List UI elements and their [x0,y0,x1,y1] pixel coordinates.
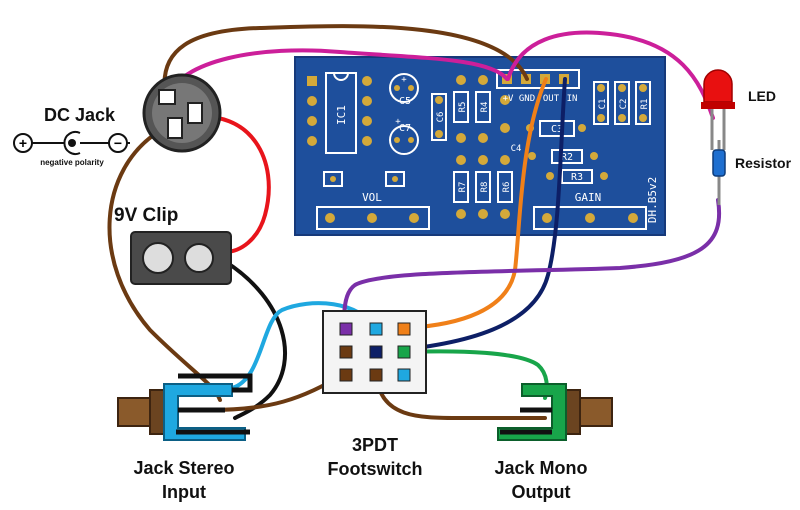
c2-label: C2 [619,99,629,110]
battery-terminal-left [142,242,174,274]
dc-jack-top-lug [158,89,176,105]
plus-symbol: + [19,135,27,151]
pad-label-vplus: +V [503,94,514,104]
polarity-symbol: + − [13,131,130,155]
wire-black-battery-input [224,260,287,420]
battery-clip [130,231,232,285]
battery-clip-label: 9V Clip [114,205,178,226]
lug-3 [397,322,411,336]
board-name-label: DH.B5v2 [646,177,659,223]
wire-brown-dc-input [107,130,222,402]
pcb-board: IC1 + C5 + C7 C6 R5 [294,56,666,236]
r3-label: R3 [571,172,583,183]
wire-purple-resistor-switch [342,198,722,332]
minus-circle [108,133,128,153]
dc-jack-bottom-lug [167,117,183,139]
resistor-r7: R7 [453,155,469,219]
resistor-r1: R1 [635,81,651,125]
r1-label: R1 [640,99,650,110]
lug-6 [397,345,411,359]
resistor-r3: R3 [546,169,608,184]
wire-brown-switch-output [374,371,547,421]
footswitch [322,310,427,394]
ic1-label: IC1 [335,105,348,125]
ic1-chip: IC1 [307,72,372,154]
vol-label: VOL [362,191,382,204]
lug-4 [339,345,353,359]
footswitch-label-line2: Footswitch [328,459,423,479]
gain-pot: GAIN [533,191,647,230]
capacitor-c7: + C7 [389,117,419,155]
svg-text:+: + [401,75,407,85]
c7-label: C7 [399,123,411,134]
wire-magenta-dc-vplus [165,48,509,100]
footswitch-label-line1: 3PDT [352,435,398,455]
resistor-r5: R5 [453,75,469,143]
wire-red-dc-battery [188,114,271,254]
plus-circle [13,133,33,153]
output-jack [497,383,613,441]
c1-label: C1 [598,99,608,110]
c3-label: C3 [551,124,563,135]
negative-polarity-label: negative polarity [40,158,104,167]
c5-label: C5 [399,96,411,107]
pad-label-out: OUT [543,94,560,104]
lug-5 [369,345,383,359]
input-jack-label-line2: Input [162,482,206,502]
lug-2 [369,322,383,336]
lug-1 [339,322,353,336]
resistor-r2: R2 [528,149,598,164]
pad-label-gnd: GND [519,94,535,104]
lug-7 [339,368,353,382]
led-label: LED [748,88,776,104]
r5-label: R5 [458,102,468,113]
wire-navy-in-switch [376,77,567,354]
r8-label: R8 [480,182,490,193]
battery-terminal-right [184,243,214,273]
capacitor-c2: C2 [614,81,630,125]
pad-label-in: IN [567,94,578,104]
lug-9 [397,368,411,382]
c4-label: C4 [511,144,522,154]
resistor-r6: R6 [497,155,513,219]
volume-pot: VOL [316,171,430,230]
minus-symbol: − [114,135,122,151]
resistor-label: Resistor [735,155,792,171]
capacitor-c5: + C5 [389,73,419,107]
capacitor-c1: C1 [593,81,609,125]
wires [107,24,722,421]
dc-jack [142,73,222,153]
wire-magenta-vplus-led [506,30,715,120]
lug-8 [369,368,383,382]
resistor-r4: R4 [475,75,491,143]
c6-label: C6 [436,112,446,123]
r6-label: R6 [502,182,512,193]
dc-jack-side-lug [187,102,203,124]
resistor-r8: R8 [475,155,491,219]
r7-label: R7 [458,182,468,193]
capacitor-c6: C6 [431,93,447,141]
output-jack-label-line2: Output [512,482,571,502]
gain-label: GAIN [575,191,602,204]
output-jack-label-line1: Jack Mono [494,458,587,478]
input-jack [117,373,253,441]
input-jack-label-line1: Jack Stereo [133,458,234,478]
r2-label: R2 [561,152,573,163]
led-resistor [712,140,726,205]
wire-brown-dc-gnd [162,24,529,94]
r4-label: R4 [480,102,490,113]
dc-jack-label: DC Jack [44,105,116,125]
led [701,69,735,150]
svg-text:+: + [395,117,401,127]
